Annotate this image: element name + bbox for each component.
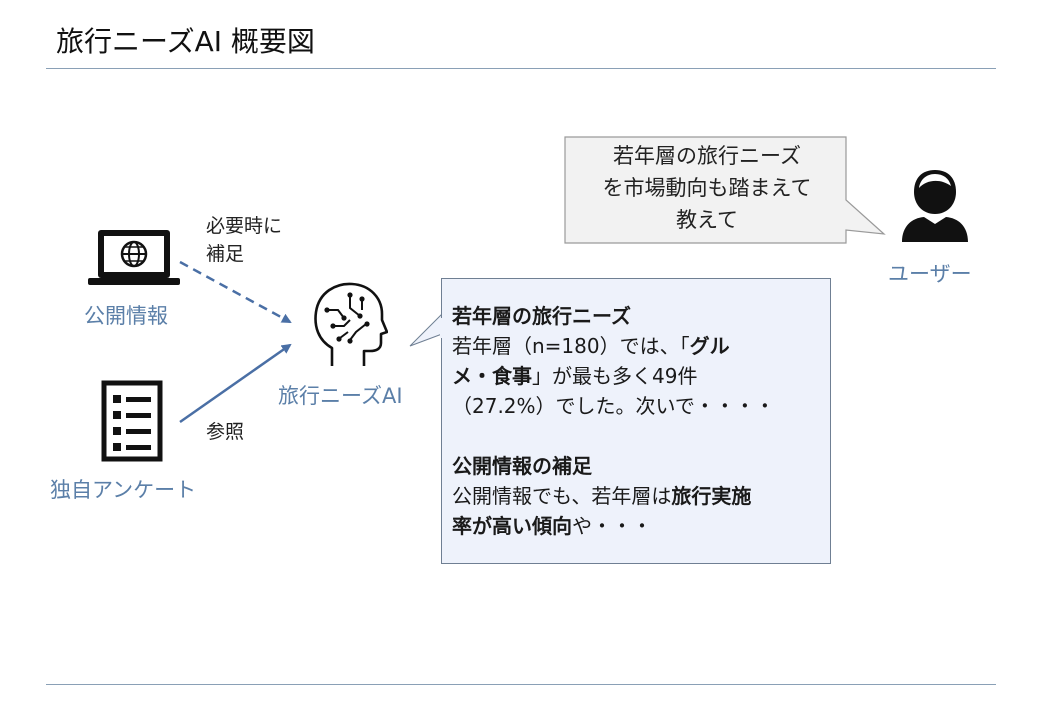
question-line1: 若年層の旅行ニーズ [613, 144, 801, 168]
footer-divider [46, 684, 996, 685]
supplement-arrow [179, 260, 292, 324]
laptop-globe-icon [88, 230, 180, 285]
supplement-edge-label-line2: 補足 [206, 243, 245, 265]
answer-paragraph-1: 若年層（n=180）では、「グルメ・食事」が最も多く49件（27.2%）でした。… [452, 334, 775, 418]
reference-arrow [179, 343, 292, 424]
survey-label: 独自アンケート [50, 478, 197, 502]
answer-heading-2: 公開情報の補足 [452, 454, 592, 478]
question-line3: 教えて [676, 208, 738, 232]
answer-box-tail [409, 313, 443, 347]
user-label: ユーザー [888, 262, 972, 286]
page-title: 旅行ニーズAI 概要図 [56, 25, 315, 58]
answer-box: 若年層の旅行ニーズ 若年層（n=180）では、「グルメ・食事」が最も多く49件（… [441, 278, 831, 564]
answer-heading-1: 若年層の旅行ニーズ [452, 304, 631, 328]
ai-label: 旅行ニーズAI [278, 384, 403, 408]
tail-border-mask [440, 318, 444, 338]
public-info-label: 公開情報 [84, 304, 168, 328]
reference-edge-label: 参照 [206, 421, 245, 443]
answer-paragraph-2: 公開情報でも、若年層は旅行実施率が高い傾向や・・・ [452, 484, 752, 538]
supplement-edge-label-line1: 必要時に [206, 215, 283, 237]
user-icon [902, 170, 968, 242]
question-line2: を市場動向も踏まえて [602, 176, 812, 200]
title-divider [46, 68, 996, 69]
ai-head-icon [314, 282, 388, 366]
checklist-icon [101, 380, 163, 462]
question-text: 若年層の旅行ニーズ を市場動向も踏まえて 教えて [566, 140, 848, 236]
question-bubble [564, 136, 886, 244]
